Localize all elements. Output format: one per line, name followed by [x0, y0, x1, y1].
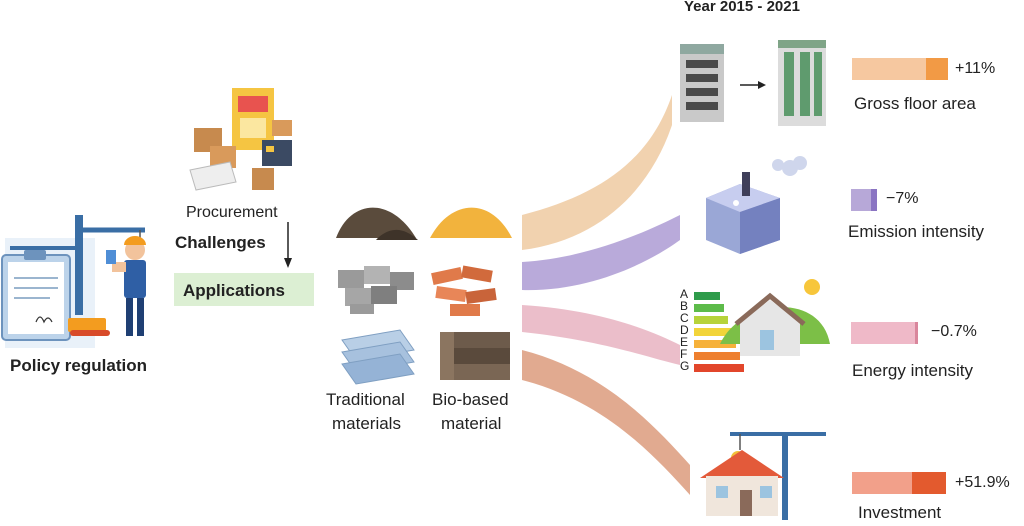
indicator-bar-gross-floor-area — [852, 58, 948, 80]
flow-band-gross-floor-area — [522, 95, 672, 250]
investment-house-icon — [700, 432, 826, 520]
indicator-value-energy-intensity: −0.7% — [931, 323, 977, 340]
concrete-blocks-icon — [338, 266, 414, 314]
bar-base — [852, 58, 926, 80]
applications-label: Applications — [183, 281, 286, 300]
building-growth-icon — [680, 40, 826, 126]
factory-emission-icon — [706, 156, 807, 254]
indicator-value-emission-intensity: −7% — [886, 190, 919, 207]
indicator-bar-emission-intensity — [851, 189, 877, 211]
energy-rating-letter: C — [680, 311, 689, 325]
biobased-material-line1: Bio-based — [432, 390, 509, 409]
steel-sheets-icon — [341, 329, 415, 385]
flow-band-energy-intensity — [522, 305, 680, 365]
procurement-label: Procurement — [186, 204, 278, 221]
energy-rating-letter: D — [680, 323, 689, 337]
indicator-value-investment: +51.9% — [955, 474, 1010, 491]
indicator-value-gross-floor-area: +11% — [955, 60, 996, 77]
materials-icons — [336, 207, 512, 385]
sand-pile-icon — [430, 207, 512, 238]
energy-rating-letter: F — [680, 347, 688, 361]
bar-accent — [926, 58, 948, 80]
timber-stack-icon — [440, 332, 510, 380]
bar-base — [851, 322, 915, 344]
down-arrow-icon — [284, 222, 292, 268]
indicator-name-energy-intensity: Energy intensity — [852, 361, 973, 380]
biobased-material-line2: material — [441, 414, 502, 433]
bar-accent — [912, 472, 946, 494]
indicator-name-investment: Investment — [858, 503, 942, 522]
indicator-name-gross-floor-area: Gross floor area — [854, 94, 976, 113]
bar-base — [851, 189, 871, 211]
procurement-illustration-icon — [189, 88, 292, 191]
indicator-bar-energy-intensity — [851, 322, 918, 344]
flow-band-investment — [522, 350, 690, 495]
policy-illustration-icon — [1, 215, 146, 348]
traditional-materials-line2: materials — [332, 414, 401, 433]
title: Year 2015 - 2021 — [684, 0, 800, 15]
policy-regulation-label: Policy regulation — [10, 356, 147, 375]
bar-accent — [871, 189, 877, 211]
bricks-icon — [431, 265, 497, 316]
energy-rating-letter: G — [680, 359, 690, 373]
applications-box — [174, 273, 314, 306]
energy-rating-letter: A — [680, 287, 689, 301]
bar-base — [852, 472, 912, 494]
energy-rating-icon — [694, 279, 830, 372]
energy-rating-letter: E — [680, 335, 689, 349]
traditional-materials-line1: Traditional — [326, 390, 405, 409]
flow-band-emission-intensity — [522, 215, 680, 291]
indicator-bar-investment — [852, 472, 946, 494]
indicator-name-emission-intensity: Emission intensity — [848, 222, 985, 241]
challenges-label: Challenges — [175, 233, 266, 252]
bar-accent — [915, 322, 918, 344]
flow-bands — [522, 95, 690, 495]
energy-rating-letter: B — [680, 299, 689, 313]
